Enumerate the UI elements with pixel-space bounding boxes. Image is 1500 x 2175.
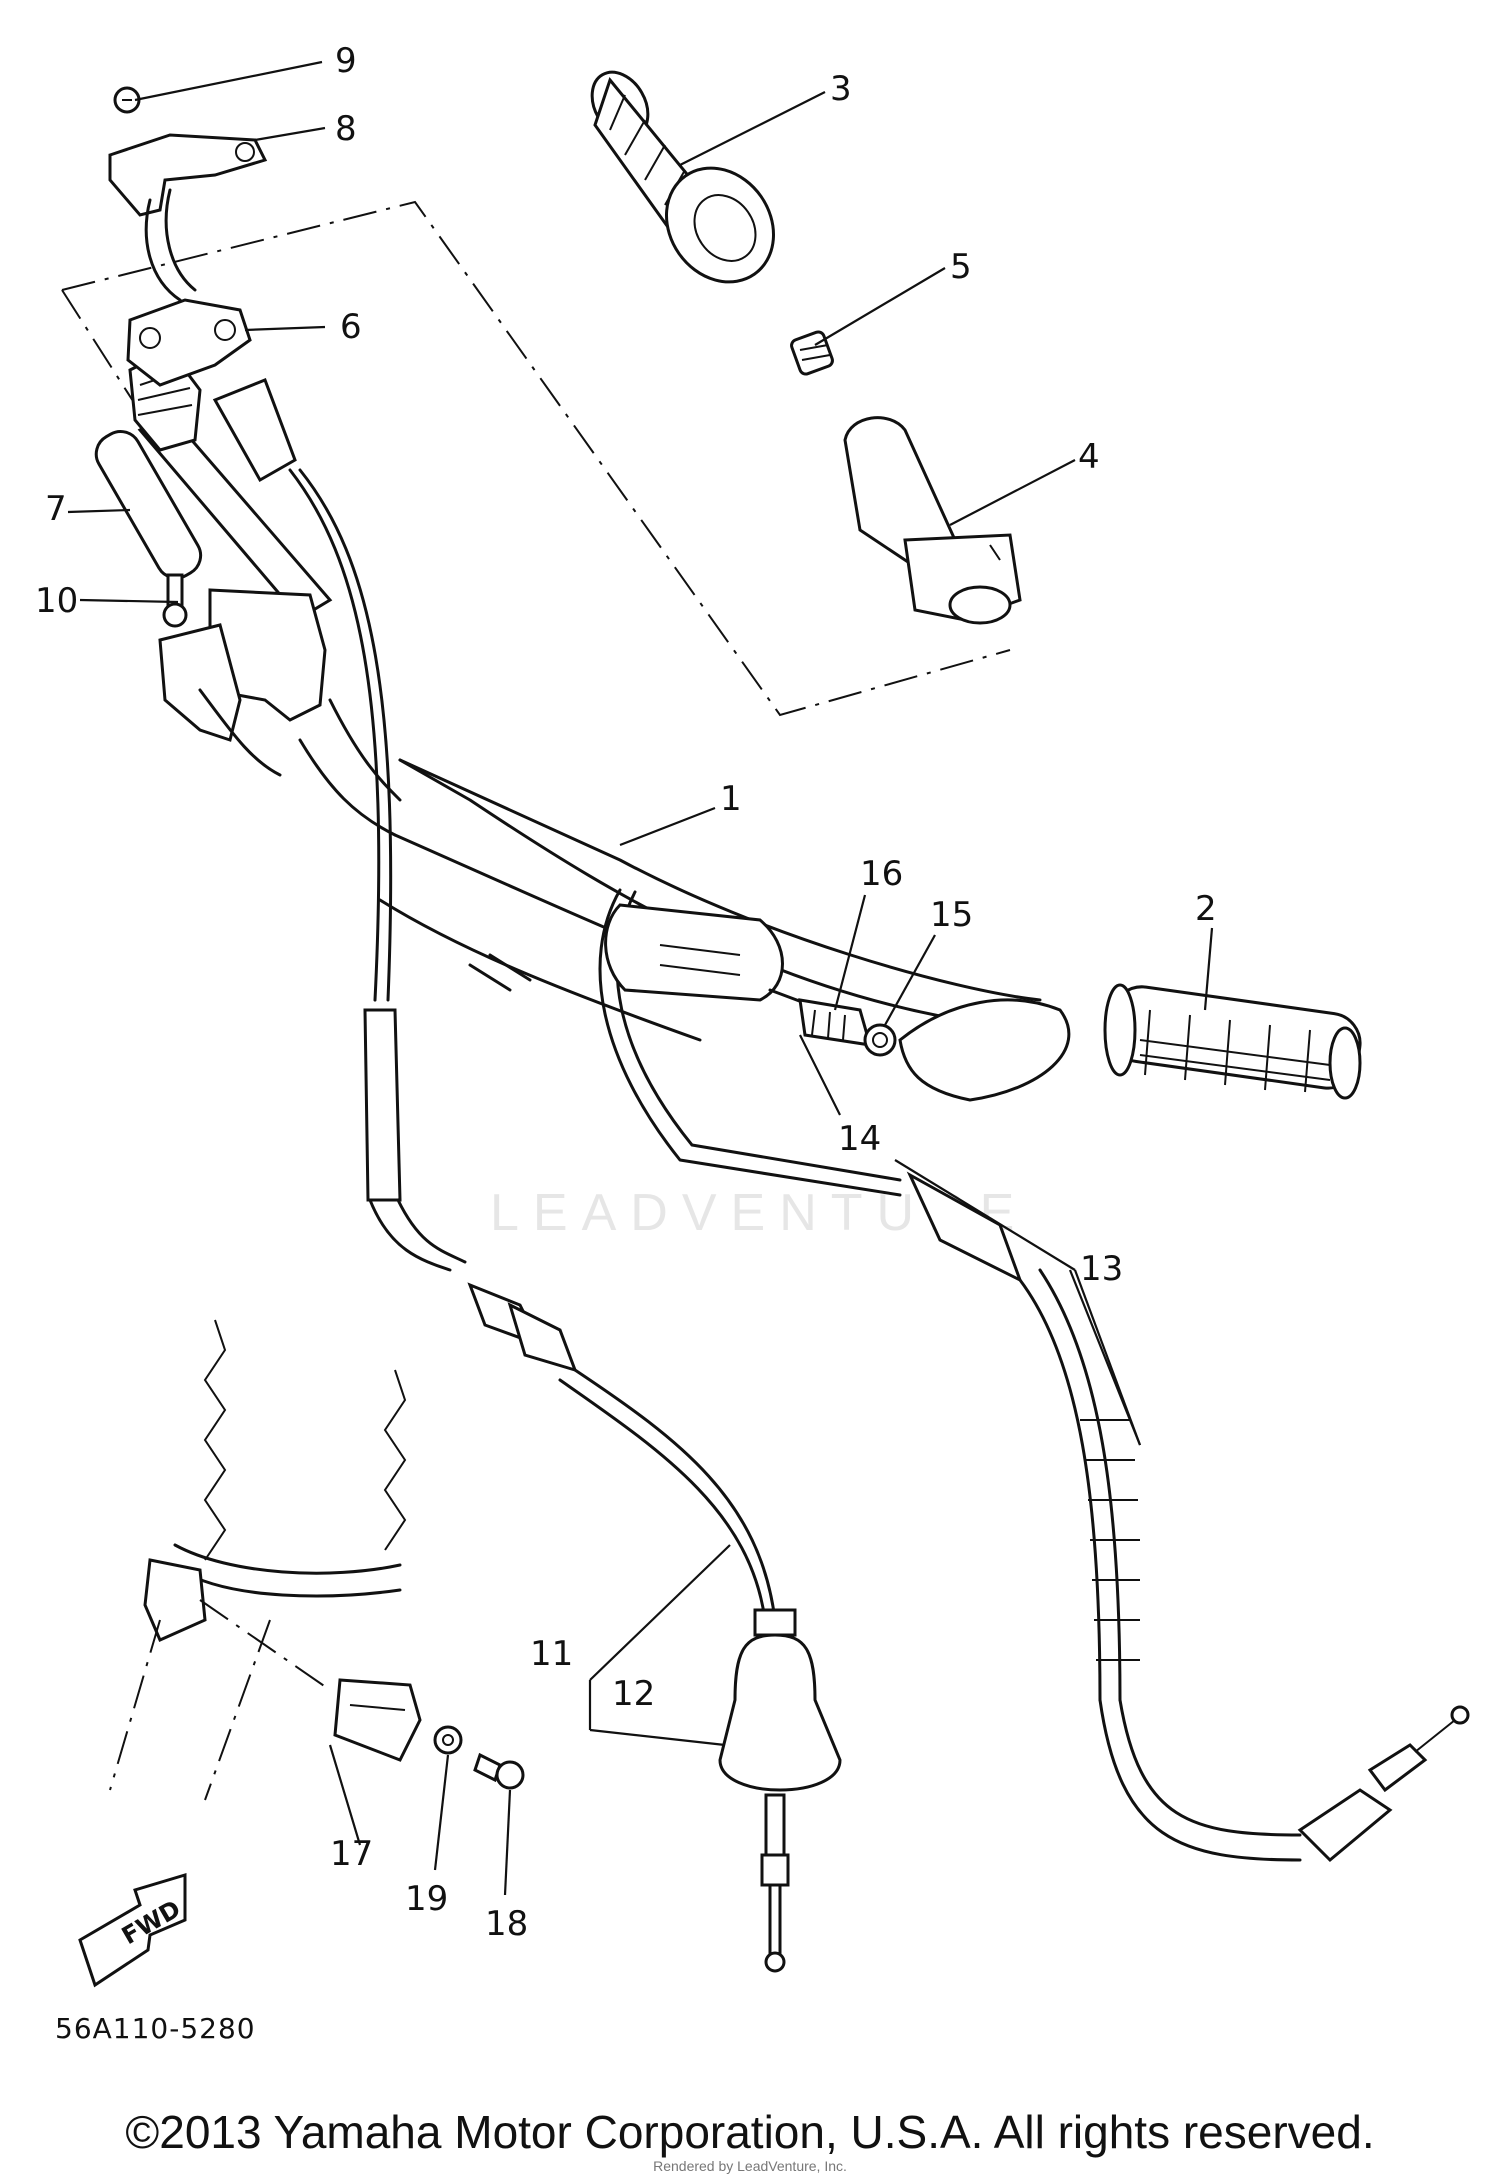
handlebar	[137, 413, 1042, 1042]
fork-and-clamp	[109, 1319, 525, 1801]
copyright-text: ©2013 Yamaha Motor Corporation, U.S.A. A…	[125, 2106, 1375, 2158]
callout-11: 11	[530, 1634, 573, 1674]
clutch-cable	[144, 188, 777, 1622]
callout-14: 14	[838, 1119, 881, 1159]
callout-1: 1	[720, 779, 742, 819]
callout-labels: 9 8 3 5 4 6 7 10 1 2 15 16 14 13 11 12 1…	[35, 41, 1217, 1944]
callout-16: 16	[860, 854, 903, 894]
callout-8: 8	[335, 109, 357, 149]
callout-12: 12	[612, 1674, 655, 1714]
callout-3: 3	[830, 69, 852, 109]
callout-5: 5	[950, 247, 972, 287]
callout-7: 7	[45, 489, 67, 529]
group-outline	[61, 200, 1011, 717]
throttle-assembly	[604, 903, 1362, 1102]
callout-2: 2	[1195, 889, 1217, 929]
forward-arrow: FWD	[78, 1872, 187, 1988]
cable-boot	[718, 1608, 842, 1973]
switch-housing	[158, 588, 327, 777]
diagram-code: 56A110-5280	[55, 2012, 256, 2045]
callout-9: 9	[335, 41, 357, 81]
callout-13: 13	[1080, 1249, 1123, 1289]
callout-18: 18	[485, 1904, 528, 1944]
screw-10	[162, 573, 188, 628]
group-outline-left	[61, 289, 141, 413]
callout-15: 15	[930, 895, 973, 935]
throttle-tube-4	[843, 416, 1022, 625]
callout-17: 17	[330, 1834, 373, 1874]
callout-10: 10	[35, 581, 78, 621]
lever-bracket	[108, 133, 268, 217]
grip-3	[590, 70, 775, 284]
collar-5	[790, 330, 834, 376]
leader-lines	[67, 60, 1214, 1896]
callout-6: 6	[340, 307, 362, 347]
callout-4: 4	[1078, 437, 1100, 477]
rendered-by-text: Rendered by LeadVenture, Inc.	[653, 2158, 847, 2174]
lever-holder	[126, 298, 252, 387]
callout-19: 19	[405, 1879, 448, 1919]
